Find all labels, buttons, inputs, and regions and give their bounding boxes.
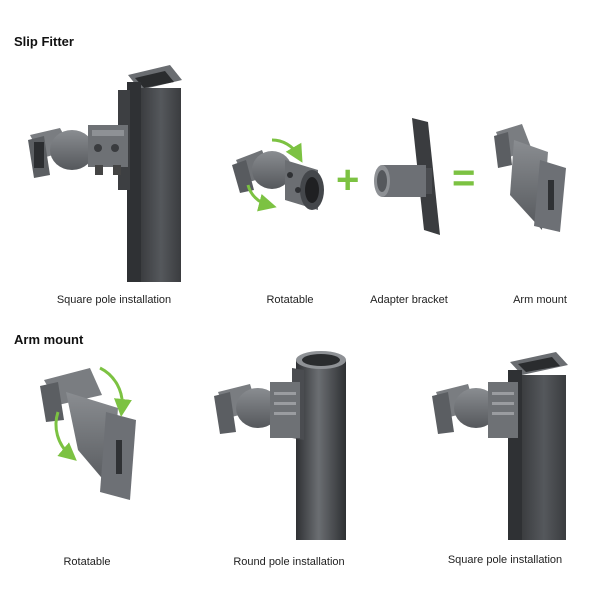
- caption-rotatable: Rotatable: [266, 294, 314, 306]
- caption-adapter-bracket: Adapter bracket: [370, 294, 448, 306]
- section-title-slip-fitter: Slip Fitter: [14, 34, 74, 49]
- equals-sign: =: [452, 156, 476, 200]
- rotatable-slip-fitter-illustration: [232, 138, 324, 212]
- caption-square-pole-installation-2: Square pole installation: [447, 554, 563, 566]
- adapter-bracket-illustration: [374, 118, 440, 235]
- caption-arm-mount: Arm mount: [513, 294, 567, 306]
- square-pole-slip-fitter-illustration: [28, 65, 182, 282]
- section-title-arm-mount: Arm mount: [14, 332, 84, 347]
- caption-round-pole-installation: Round pole installation: [233, 556, 345, 568]
- arm-mount-illustration-small: [494, 124, 566, 232]
- plus-sign: +: [336, 158, 360, 202]
- caption-rotatable-arm-mount: Rotatable: [63, 556, 111, 568]
- round-pole-installation-illustration: [214, 351, 346, 540]
- square-pole-installation-illustration: [432, 352, 568, 540]
- rotatable-arm-mount-illustration: [40, 366, 136, 500]
- caption-square-pole-installation: Square pole installation: [56, 294, 172, 306]
